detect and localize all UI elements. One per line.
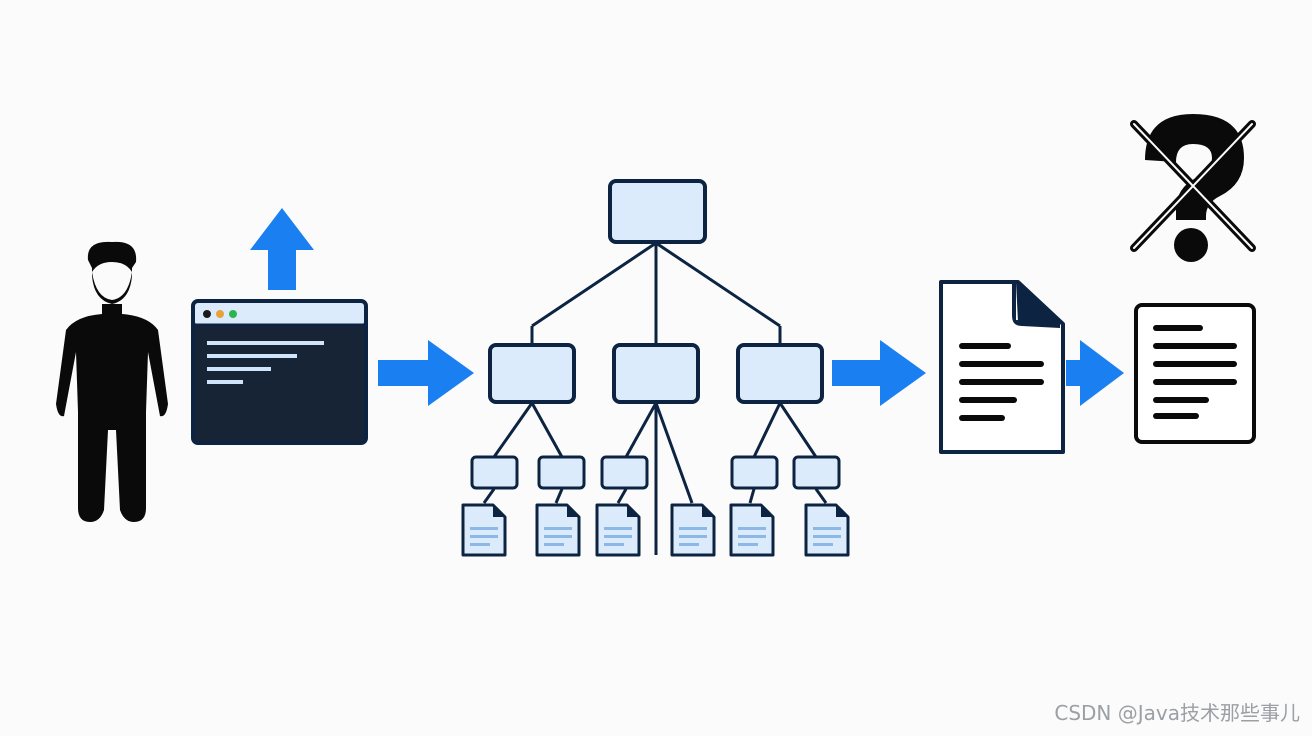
document-icon (939, 280, 1065, 454)
tree-subnode (792, 455, 841, 490)
arrow-right-icon (1066, 340, 1124, 406)
file-icon (670, 503, 716, 557)
crossed-question-mark-icon (1130, 114, 1256, 262)
arrow-right-icon (378, 340, 474, 406)
file-icon (535, 503, 581, 557)
tree-subnode (470, 455, 519, 490)
tree-subnode (600, 455, 649, 490)
tree-subnode (730, 455, 779, 490)
file-icon (729, 503, 775, 557)
tree-node (612, 343, 700, 404)
file-icon (461, 503, 507, 557)
browser-window-icon (191, 299, 368, 445)
tree-node (736, 343, 824, 404)
file-icon (804, 503, 850, 557)
text-document-icon (1134, 303, 1256, 444)
tree-node (488, 343, 576, 404)
arrow-right-icon (832, 340, 926, 406)
hierarchy-tree-icon (482, 241, 828, 555)
tree-root-node (608, 179, 707, 244)
person-icon (56, 241, 168, 522)
watermark: CSDN @Java技术那些事儿 (1054, 701, 1300, 725)
file-icon (595, 503, 641, 557)
tree-subnode (537, 455, 586, 490)
arrow-up-icon (250, 208, 314, 290)
